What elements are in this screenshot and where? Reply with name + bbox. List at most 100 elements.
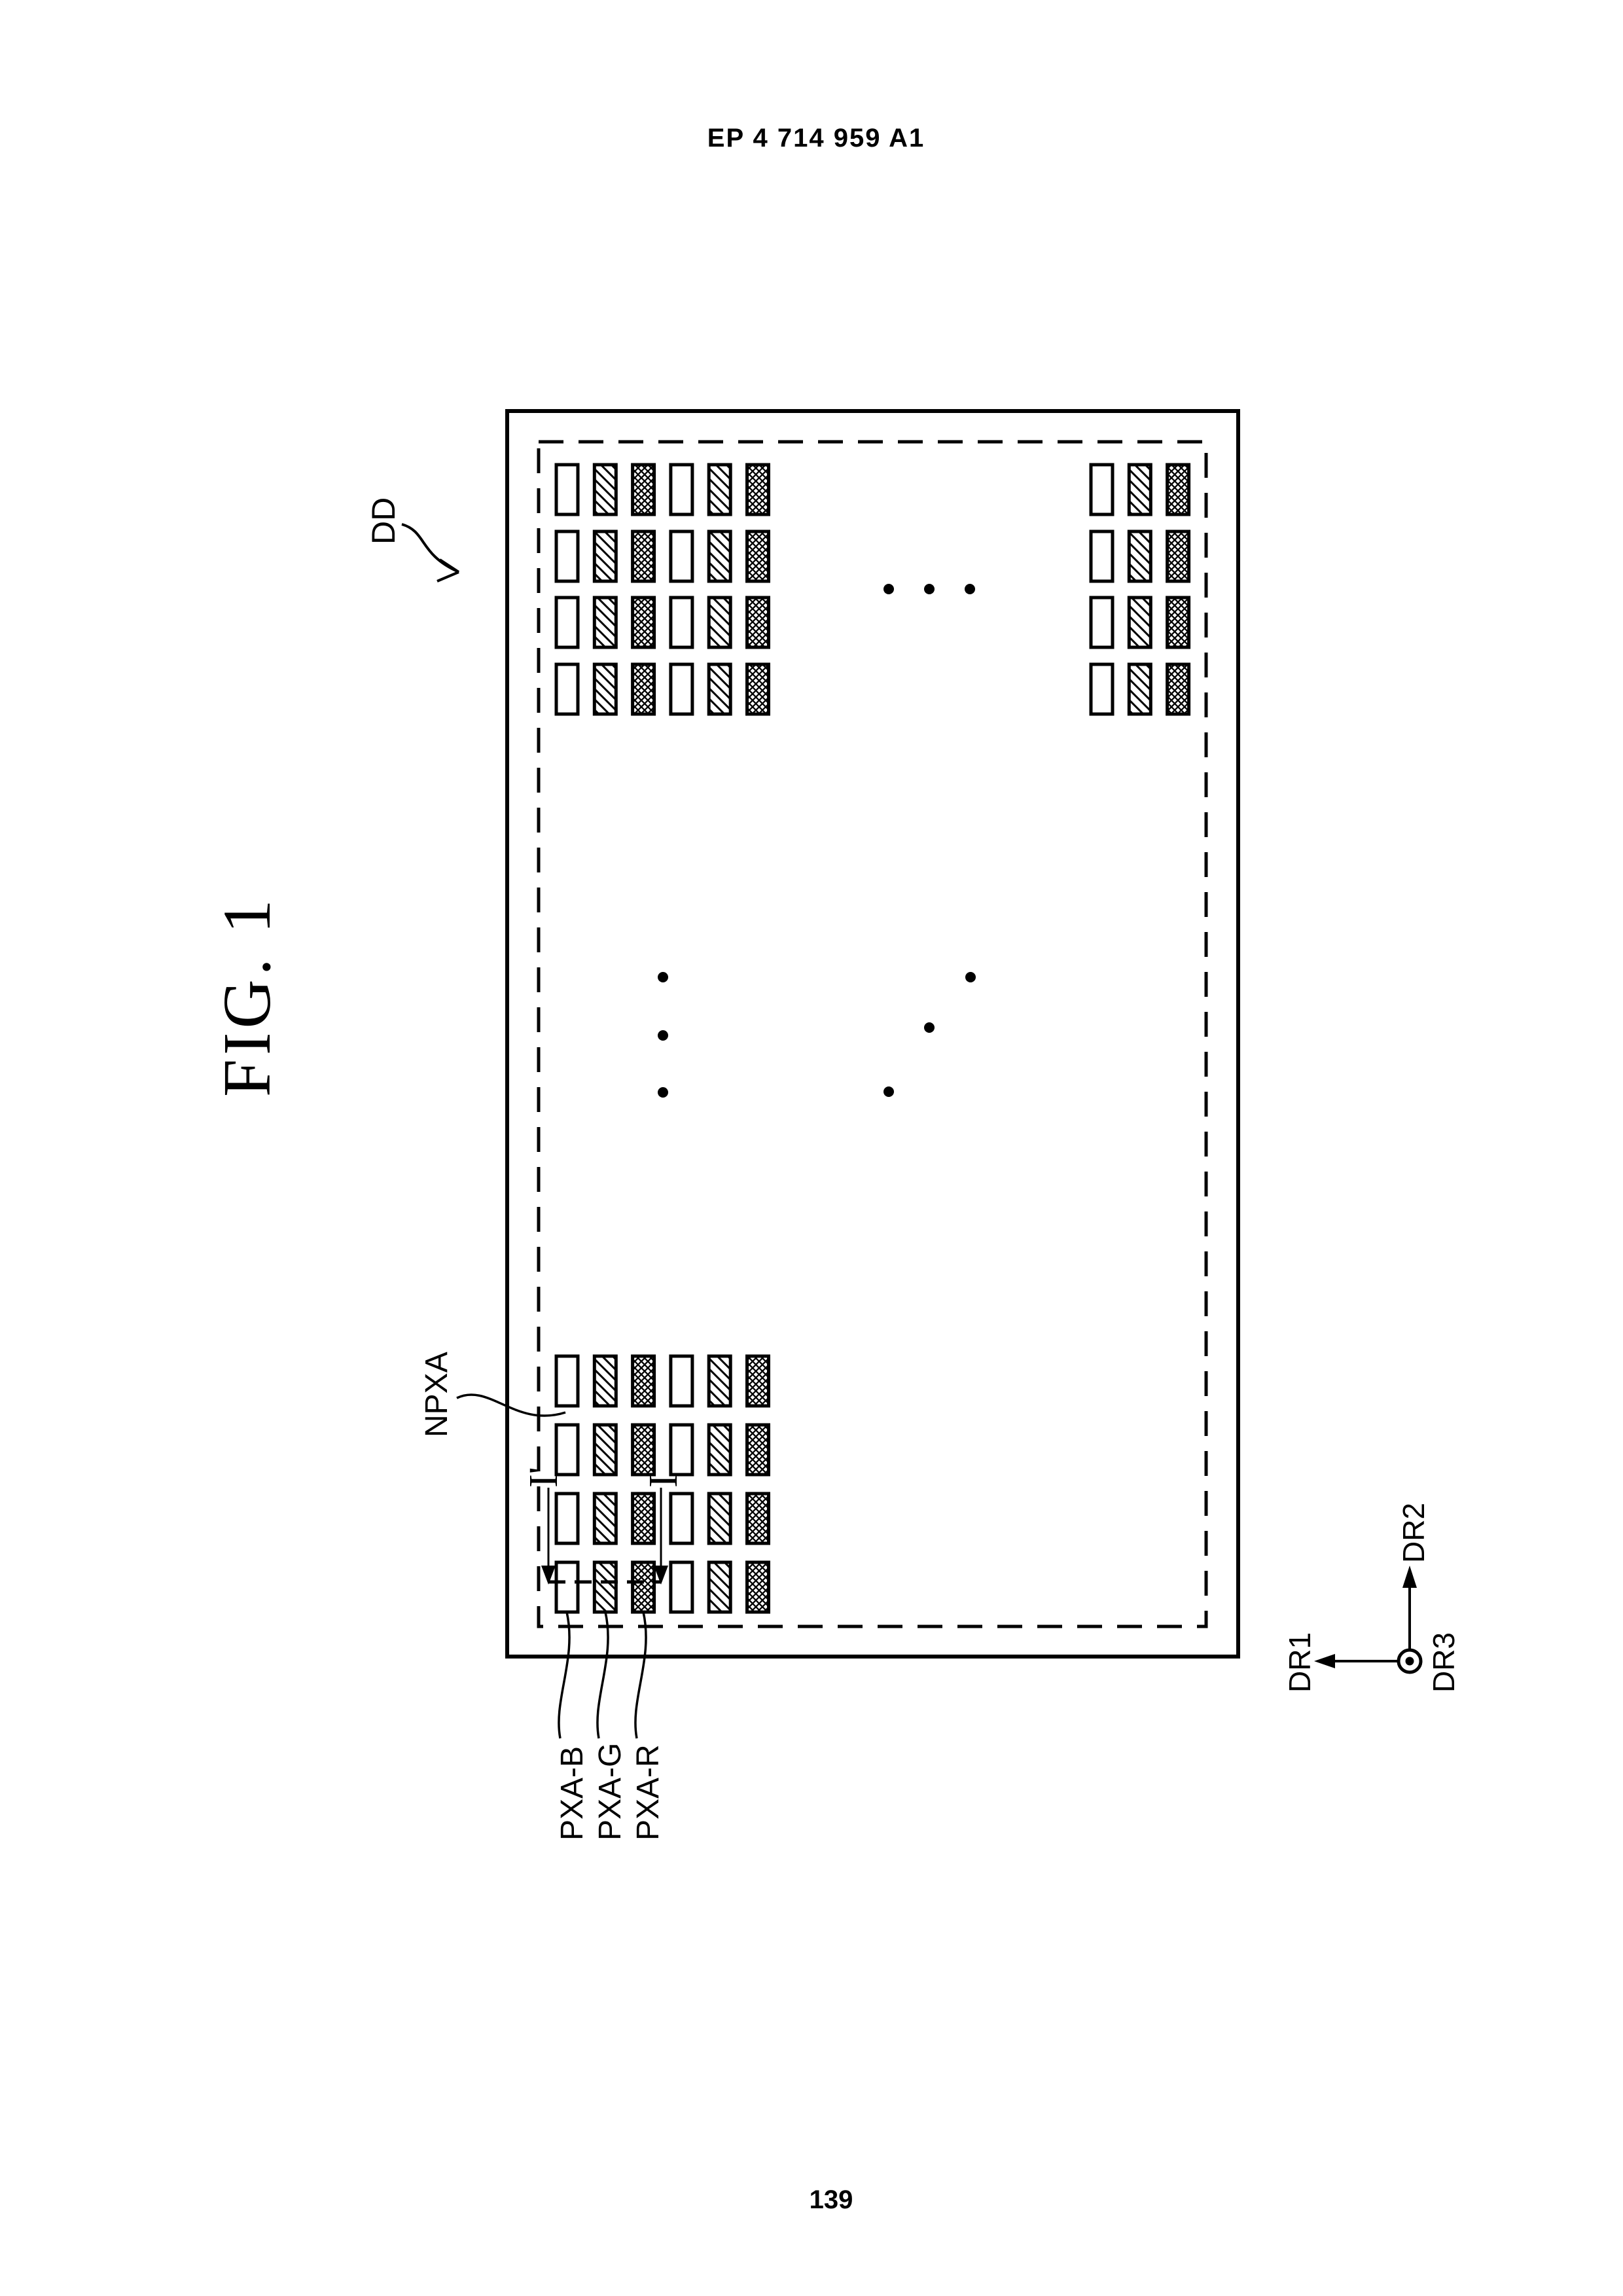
- subpixel-cross-hatch-bottom-left: [631, 1560, 656, 1614]
- subpixel-cross-hatch-bottom-left: [745, 1560, 770, 1614]
- subpixel-cross-hatch-bottom-left: [631, 1423, 656, 1477]
- pxa-g-leader: [596, 1611, 609, 1739]
- subpixel-blank-bottom-left: [669, 1560, 694, 1614]
- subpixel-blank-top-left: [669, 463, 694, 516]
- subpixel-blank-top-right: [1089, 529, 1115, 583]
- document-number: EP 4 714 959 A1: [707, 124, 925, 152]
- subpixel-diagonal-hatch-bottom-left: [592, 1423, 618, 1477]
- subpixel-cross-hatch-top-right: [1166, 596, 1191, 649]
- subpixel-diagonal-hatch-top-left: [592, 463, 618, 516]
- subpixel-cross-hatch-top-left: [745, 596, 770, 649]
- subpixel-diagonal-hatch-top-left: [707, 463, 732, 516]
- ellipsis-dot: [883, 584, 894, 594]
- subpixel-blank-top-right: [1089, 463, 1115, 516]
- subpixel-diagonal-hatch-top-left: [592, 662, 618, 716]
- ellipsis-dot: [965, 584, 975, 594]
- subpixel-diagonal-hatch-top-right: [1127, 463, 1152, 516]
- section-arrowhead: [541, 1566, 556, 1585]
- pixel-area-leaders: [558, 1611, 647, 1739]
- pixel-area-green-label: PXA-G: [593, 1743, 628, 1840]
- subpixel-blank-bottom-left: [669, 1492, 694, 1545]
- dr3-center-dot: [1405, 1657, 1414, 1666]
- device-label: DD: [365, 497, 402, 545]
- subpixel-diagonal-hatch-bottom-left: [707, 1423, 732, 1477]
- subpixel-cross-hatch-bottom-left: [745, 1492, 770, 1545]
- subpixel-cross-hatch-bottom-left: [745, 1423, 770, 1477]
- subpixel-diagonal-hatch-bottom-left: [707, 1354, 732, 1408]
- subpixel-diagonal-hatch-top-right: [1127, 596, 1152, 649]
- subpixel-cross-hatch-top-left: [745, 662, 770, 716]
- subpixel-diagonal-hatch-bottom-left: [592, 1492, 618, 1545]
- subpixel-diagonal-hatch-bottom-left: [707, 1492, 732, 1545]
- subpixel-blank-top-left: [669, 596, 694, 649]
- pxa-b-leader: [558, 1611, 571, 1739]
- section-line: I' I: [522, 1467, 686, 1585]
- subpixel-blank-bottom-left: [554, 1354, 580, 1408]
- subpixel-cross-hatch-top-left: [631, 662, 656, 716]
- subpixel-diagonal-hatch-top-left: [592, 596, 618, 649]
- subpixel-diagonal-hatch-top-left: [707, 662, 732, 716]
- subpixel-cross-hatch-bottom-left: [745, 1354, 770, 1408]
- ellipsis-dot: [883, 1086, 894, 1097]
- subpixel-cross-hatch-top-left: [745, 463, 770, 516]
- subpixel-cross-hatch-bottom-left: [631, 1492, 656, 1545]
- subpixel-cross-hatch-top-left: [631, 529, 656, 583]
- non-pixel-area-label: NPXA: [419, 1352, 454, 1437]
- subpixel-blank-bottom-left: [554, 1560, 580, 1614]
- subpixel-diagonal-hatch-top-right: [1127, 662, 1152, 716]
- subpixel-blank-bottom-left: [669, 1423, 694, 1477]
- subpixel-blank-top-left: [554, 529, 580, 583]
- subpixel-cross-hatch-top-left: [745, 529, 770, 583]
- pixel-area-red-label: PXA-R: [631, 1744, 666, 1840]
- subpixel-diagonal-hatch-top-left: [592, 529, 618, 583]
- subpixel-blank-top-left: [554, 662, 580, 716]
- dr1-label: DR1: [1283, 1632, 1317, 1693]
- subpixel-cross-hatch-top-right: [1166, 463, 1191, 516]
- ellipsis-vertical: [658, 972, 668, 1098]
- pxa-r-leader: [634, 1611, 647, 1739]
- ellipsis-diagonal: [883, 972, 976, 1097]
- page-number: 139: [810, 2185, 853, 2214]
- dr2-label: DR2: [1397, 1503, 1431, 1563]
- subpixel-grid: [554, 463, 1191, 1614]
- ellipsis-dot: [658, 1030, 668, 1041]
- subpixel-blank-top-left: [554, 596, 580, 649]
- dr3-label: DR3: [1427, 1632, 1461, 1693]
- dr2-arrowhead: [1402, 1566, 1417, 1588]
- ellipsis-dot: [965, 972, 976, 982]
- ellipsis-horizontal: [883, 584, 975, 594]
- dr1-arrowhead: [1314, 1654, 1335, 1668]
- subpixel-diagonal-hatch-top-left: [707, 596, 732, 649]
- pixel-area-blue-label: PXA-B: [555, 1746, 590, 1840]
- subpixel-diagonal-hatch-bottom-left: [592, 1560, 618, 1614]
- ellipsis-dot: [924, 584, 935, 594]
- subpixel-blank-top-right: [1089, 662, 1115, 716]
- subpixel-blank-bottom-left: [554, 1492, 580, 1545]
- ellipsis-dot: [658, 1087, 668, 1098]
- subpixel-blank-bottom-left: [554, 1423, 580, 1477]
- subpixel-cross-hatch-top-right: [1166, 529, 1191, 583]
- subpixel-blank-bottom-left: [669, 1354, 694, 1408]
- ellipsis-dot: [924, 1022, 935, 1033]
- subpixel-diagonal-hatch-top-left: [707, 529, 732, 583]
- subpixel-blank-top-right: [1089, 596, 1115, 649]
- section-end-label: I': [522, 1467, 566, 1488]
- subpixel-diagonal-hatch-bottom-left: [707, 1560, 732, 1614]
- display-area-dashed-boundary: [537, 440, 1208, 1628]
- figure-title: FIG. 1: [209, 895, 285, 1097]
- device-leader-arrow: [401, 523, 460, 583]
- direction-axes: DR1 DR2 DR3: [1283, 1503, 1461, 1693]
- section-arrowhead: [654, 1566, 668, 1585]
- subpixel-diagonal-hatch-bottom-left: [592, 1354, 618, 1408]
- device-outline: [505, 409, 1240, 1659]
- non-pixel-area-leader: [456, 1393, 566, 1417]
- subpixel-blank-top-left: [669, 529, 694, 583]
- subpixel-cross-hatch-bottom-left: [631, 1354, 656, 1408]
- subpixel-cross-hatch-top-left: [631, 596, 656, 649]
- subpixel-cross-hatch-top-right: [1166, 662, 1191, 716]
- ellipsis-dot: [658, 972, 668, 982]
- subpixel-cross-hatch-top-left: [631, 463, 656, 516]
- subpixel-diagonal-hatch-top-right: [1127, 529, 1152, 583]
